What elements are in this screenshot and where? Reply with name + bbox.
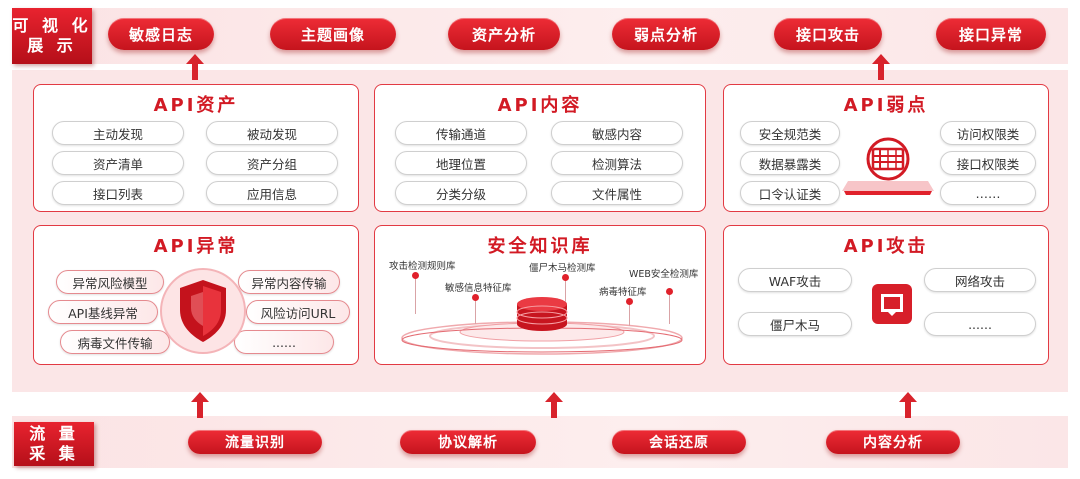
knowledge-base-title: 安全知识库: [487, 236, 593, 257]
node-dot: [562, 274, 569, 281]
api-anomaly-title: API异常: [153, 236, 239, 257]
node-dot: [626, 298, 633, 305]
up-arrow-icon: [899, 392, 917, 418]
api-assets-card: API资产 主动发现 被动发现 资产清单 资产分组 接口列表 应用信息: [33, 84, 359, 212]
up-arrow-icon: [872, 54, 890, 80]
passive-discovery-chip[interactable]: 被动发现: [206, 121, 338, 145]
geo-location-chip[interactable]: 地理位置: [395, 151, 527, 175]
visualization-label-line1: 可 视 化: [12, 16, 92, 35]
stem: [629, 300, 630, 326]
anomaly-content-transfer-chip[interactable]: 异常内容传输: [238, 270, 340, 294]
knowledge-base-card: 安全知识库 攻击检测规则库 敏感信息特征库 僵尸木马检测库 病毒特征库 WEB安…: [374, 225, 706, 365]
sensitive-content-chip[interactable]: 敏感内容: [551, 121, 683, 145]
node-dot: [472, 294, 479, 301]
access-permission-chip[interactable]: 访问权限类: [940, 121, 1036, 145]
app-info-chip[interactable]: 应用信息: [206, 181, 338, 205]
shield-icon: [160, 268, 246, 354]
visualization-label: 可 视 化 展 示: [12, 8, 92, 64]
security-spec-chip[interactable]: 安全规范类: [740, 121, 840, 145]
more-weakness-chip[interactable]: ……: [940, 181, 1036, 205]
database-platform-icon: [401, 297, 683, 355]
asset-list-chip[interactable]: 资产清单: [52, 151, 184, 175]
attack-rule-lib-label: 攻击检测规则库: [389, 261, 456, 272]
session-restore-button[interactable]: 会话还原: [612, 430, 746, 454]
api-baseline-anomaly-chip[interactable]: API基线异常: [48, 300, 158, 324]
anomaly-risk-model-chip[interactable]: 异常风险模型: [56, 270, 164, 294]
more-anomaly-chip[interactable]: ......: [234, 330, 334, 354]
risk-access-url-chip[interactable]: 风险访问URL: [246, 300, 350, 324]
subject-profile-button[interactable]: 主题画像: [270, 18, 396, 50]
asset-group-chip[interactable]: 资产分组: [206, 151, 338, 175]
detection-algorithm-chip[interactable]: 检测算法: [551, 151, 683, 175]
classification-chip[interactable]: 分类分级: [395, 181, 527, 205]
node-dot: [666, 288, 673, 295]
password-auth-chip[interactable]: 口令认证类: [740, 181, 840, 205]
waf-attack-chip[interactable]: WAF攻击: [738, 268, 852, 292]
api-weakness-card: API弱点 安全规范类 访问权限类 数据暴露类 接口权限类 口令认证类 ……: [723, 84, 1049, 212]
transport-channel-chip[interactable]: 传输通道: [395, 121, 527, 145]
network-attack-chip[interactable]: 网络攻击: [924, 268, 1036, 292]
visualization-label-line2: 展 示: [27, 36, 77, 55]
interface-list-chip[interactable]: 接口列表: [52, 181, 184, 205]
virus-file-transfer-chip[interactable]: 病毒文件传输: [60, 330, 170, 354]
asset-analysis-button[interactable]: 资产分析: [448, 18, 560, 50]
api-attack-card: API攻击 WAF攻击 网络攻击 僵尸木马 ......: [723, 225, 1049, 365]
up-arrow-icon: [191, 392, 209, 418]
api-attack-title: API攻击: [843, 236, 929, 257]
up-arrow-icon: [186, 54, 204, 80]
weakness-analysis-button[interactable]: 弱点分析: [612, 18, 720, 50]
sensitive-log-button[interactable]: 敏感日志: [108, 18, 214, 50]
trojan-detect-lib-label: 僵尸木马检测库: [529, 263, 596, 274]
interface-anomaly-button[interactable]: 接口异常: [936, 18, 1046, 50]
stem: [669, 292, 670, 324]
active-discovery-chip[interactable]: 主动发现: [52, 121, 184, 145]
api-weakness-title: API弱点: [843, 95, 929, 116]
content-analysis-button[interactable]: 内容分析: [826, 430, 960, 454]
stem: [475, 296, 476, 324]
stem: [415, 274, 416, 314]
web-security-lib-label: WEB安全检测库: [629, 269, 699, 280]
protocol-parse-button[interactable]: 协议解析: [400, 430, 536, 454]
collection-label: 流 量 采 集: [14, 422, 94, 466]
interface-permission-chip[interactable]: 接口权限类: [940, 151, 1036, 175]
attack-target-icon: [872, 284, 912, 324]
data-exposure-chip[interactable]: 数据暴露类: [740, 151, 840, 175]
api-content-card: API内容 传输通道 敏感内容 地理位置 检测算法 分类分级 文件属性: [374, 84, 706, 212]
sensitive-feature-lib-label: 敏感信息特征库: [445, 283, 512, 294]
collection-label-line2: 采 集: [29, 444, 79, 463]
node-dot: [412, 272, 419, 279]
api-content-title: API内容: [497, 95, 583, 116]
api-assets-title: API资产: [153, 95, 239, 116]
interface-attack-button[interactable]: 接口攻击: [774, 18, 882, 50]
stem: [565, 276, 566, 302]
more-attack-chip[interactable]: ......: [924, 312, 1036, 336]
zombie-trojan-chip[interactable]: 僵尸木马: [738, 312, 852, 336]
file-attribute-chip[interactable]: 文件属性: [551, 181, 683, 205]
traffic-identify-button[interactable]: 流量识别: [188, 430, 322, 454]
collection-label-line1: 流 量: [29, 424, 79, 443]
api-anomaly-card: API异常 异常风险模型 异常内容传输 API基线异常 风险访问URL 病毒文件…: [33, 225, 359, 365]
virus-feature-lib-label: 病毒特征库: [599, 287, 647, 298]
up-arrow-icon: [545, 392, 563, 418]
vulnerability-platform-icon: [842, 137, 934, 195]
